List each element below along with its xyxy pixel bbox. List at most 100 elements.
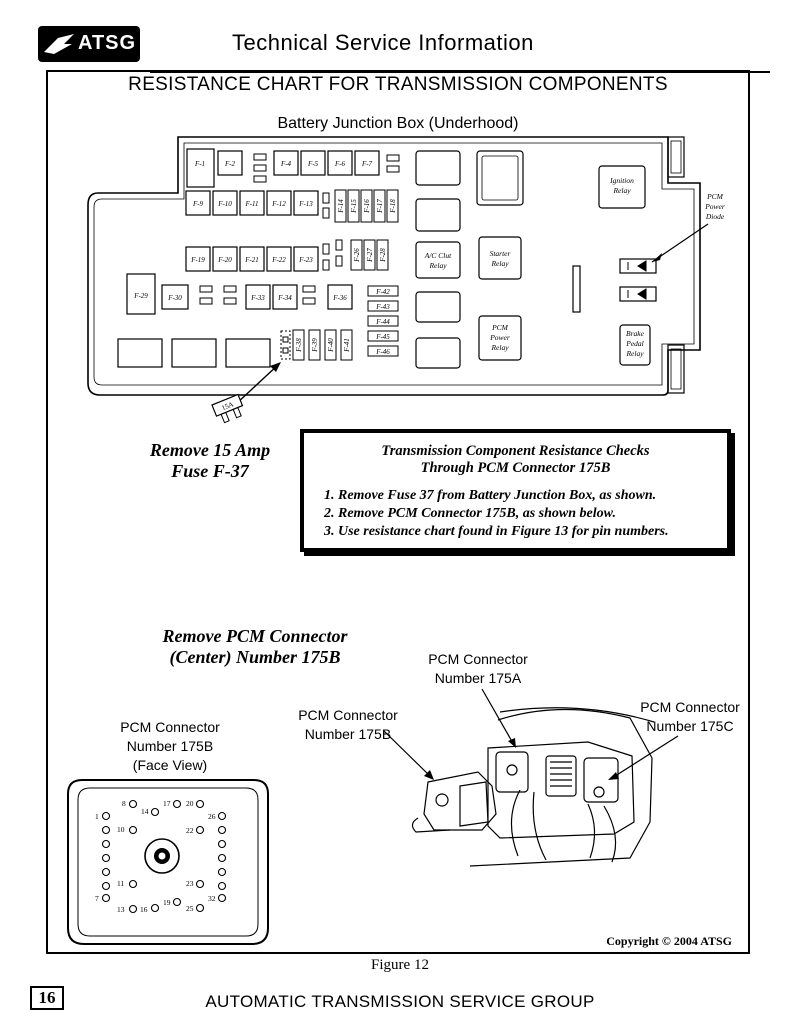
checks-title-line-1: Transmission Component Resistance Checks: [381, 443, 650, 459]
remove-fuse-line-1: Remove 15 Amp: [149, 440, 271, 460]
pcm-power-diode-label: PCM: [706, 192, 724, 201]
fuse-label: F-39: [311, 338, 319, 353]
svg-text:22: 22: [186, 826, 194, 835]
remove-fuse-caption: Remove 15 Amp Fuse F-37: [120, 440, 300, 482]
fuse-label: F-41: [343, 338, 351, 353]
fuse-label: F-6: [334, 160, 346, 168]
svg-text:Pedal: Pedal: [625, 339, 644, 348]
svg-text:14: 14: [141, 807, 149, 816]
fuse-label: F-28: [379, 248, 387, 263]
checks-step: 2. Remove PCM Connector 175B, as shown b…: [324, 506, 616, 521]
label-line: Number 175B: [126, 738, 214, 754]
label-line: Number 175A: [434, 670, 522, 686]
fuse-label: F-10: [217, 200, 232, 208]
svg-text:8: 8: [122, 799, 126, 808]
svg-text:20: 20: [186, 799, 194, 808]
pin-numbers: 1 7 8 10 11 13 14 16 17 19 20 22 23 25 2…: [95, 799, 216, 914]
fuse-label: F-38: [295, 338, 303, 353]
fuse-label: F-5: [307, 160, 319, 168]
connector-175b-label: PCM Connector Number 175B: [278, 706, 418, 744]
remove-pcm-line-1: Remove PCM Connector: [162, 626, 348, 646]
center-post: [144, 838, 180, 874]
fuse-label: F-43: [375, 303, 390, 311]
connector-face-outline: [67, 779, 269, 945]
label-line: (Face View): [132, 757, 208, 773]
svg-text:Relay: Relay: [490, 259, 509, 268]
connector-face-view-label: PCM Connector Number 175B (Face View): [100, 718, 240, 775]
fuse-label: F-44: [375, 318, 390, 326]
fuse-label: F-13: [298, 200, 313, 208]
fuse-label: F-11: [244, 200, 258, 208]
svg-text:32: 32: [208, 894, 216, 903]
pcm-module-sketch: [411, 707, 655, 867]
svg-text:16: 16: [140, 905, 148, 914]
svg-text:7: 7: [95, 894, 99, 903]
box-outline: [87, 136, 701, 396]
svg-text:11: 11: [117, 879, 124, 888]
svg-text:Diode: Diode: [705, 212, 725, 221]
diode-2: [619, 286, 657, 302]
fuse-label: F-26: [353, 248, 361, 263]
latch-bottom: [667, 344, 685, 394]
svg-text:Power: Power: [704, 202, 725, 211]
checks-title: Transmission Component Resistance Checks…: [304, 443, 727, 477]
junction-box-title: Battery Junction Box (Underhood): [277, 115, 519, 132]
chart-title: RESISTANCE CHART FOR TRANSMISSION COMPON…: [128, 74, 668, 95]
svg-text:Relay: Relay: [625, 349, 644, 358]
figure-frame: [46, 70, 750, 954]
fuse-label: F-14: [337, 199, 345, 214]
svg-text:19: 19: [163, 898, 171, 907]
svg-text:1: 1: [95, 812, 99, 821]
brake-pedal-relay-label: Brake: [626, 329, 645, 338]
svg-text:10: 10: [117, 825, 125, 834]
label-line: PCM Connector: [640, 699, 740, 715]
fuse-label: F-2: [224, 160, 236, 168]
fuse-label: F-21: [244, 256, 259, 264]
svg-text:26: 26: [208, 812, 216, 821]
remove-fuse-line-2: Fuse F-37: [171, 461, 249, 481]
svg-text:17: 17: [163, 799, 171, 808]
checks-step: 1. Remove Fuse 37 from Battery Junction …: [324, 488, 657, 503]
fuse-label: F-12: [271, 200, 286, 208]
checks-step: 3. Use resistance chart found in Figure …: [324, 524, 669, 539]
svg-text:Power: Power: [489, 333, 510, 342]
fuse-label: F-20: [217, 256, 232, 264]
fuse-label: F-16: [363, 199, 371, 214]
svg-text:25: 25: [186, 904, 194, 913]
fuse-rating-label: 15A: [221, 400, 235, 412]
remove-pcm-caption: Remove PCM Connector (Center) Number 175…: [120, 626, 390, 668]
figure-caption: Figure 12: [371, 957, 429, 973]
atsg-logo: ATSG: [38, 26, 140, 62]
fuse-label: F-1: [194, 160, 205, 168]
label-line: PCM Connector: [120, 719, 220, 735]
label-line: PCM Connector: [298, 707, 398, 723]
fuse-label: F-7: [361, 160, 373, 168]
svg-text:23: 23: [186, 879, 194, 888]
svg-text:Relay: Relay: [490, 343, 509, 352]
remove-pcm-line-2: (Center) Number 175B: [169, 647, 341, 667]
fuse-label: F-36: [332, 294, 347, 302]
eagle-icon: [44, 34, 74, 54]
checks-title-line-2: Through PCM Connector 175B: [420, 460, 611, 476]
fuse-label: F-4: [280, 160, 292, 168]
fuse-label: F-29: [133, 292, 148, 300]
fuse-label: F-18: [389, 199, 397, 214]
fuse-label: F-30: [167, 294, 182, 302]
fuse-label: F-9: [192, 200, 204, 208]
label-line: Number 175C: [646, 718, 734, 734]
pcm-power-relay-label: PCM: [491, 323, 509, 332]
fuse-label: F-22: [271, 256, 286, 264]
connector-175c-label: PCM Connector Number 175C: [620, 698, 760, 736]
fuse-label: F-33: [250, 294, 265, 302]
fuse-label: F-15: [350, 199, 358, 214]
header-rule: [150, 71, 770, 73]
page-number: 16: [30, 986, 64, 1010]
page-title: Technical Service Information: [232, 30, 534, 55]
fuse-label: F-23: [298, 256, 313, 264]
fuse-label: F-42: [375, 288, 390, 296]
label-line: PCM Connector: [428, 651, 528, 667]
fuse-label: F-40: [327, 338, 335, 353]
ac-clutch-relay-label: A/C Clut: [424, 251, 452, 260]
